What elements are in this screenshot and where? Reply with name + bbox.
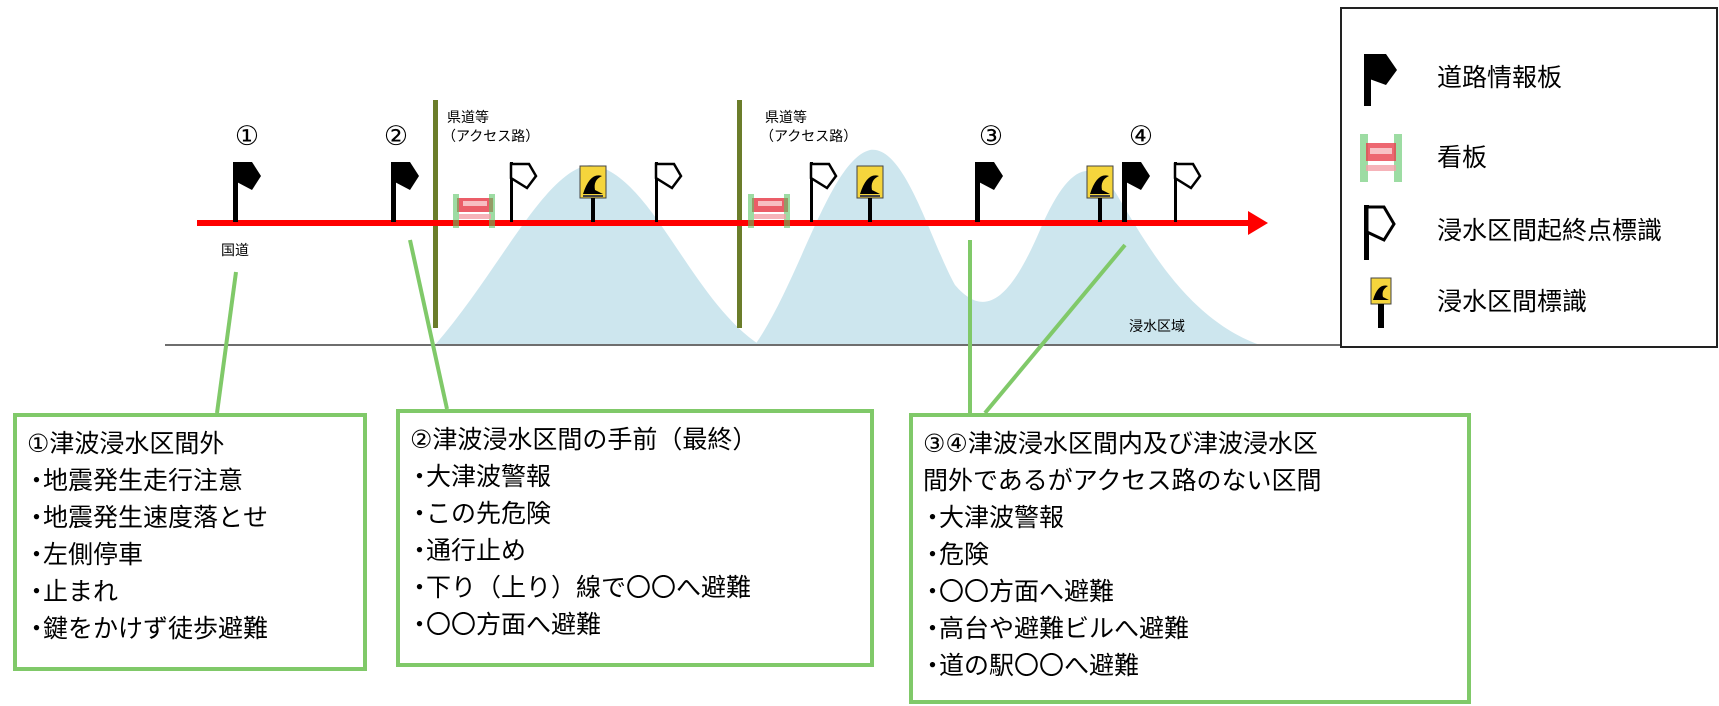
signboard-icon [1360, 134, 1402, 182]
callout-title: 間外であるがアクセス路のない区間 [923, 466, 1322, 495]
legend-item-flood-section-sign: 浸水区間標識 [1342, 273, 1716, 333]
legend-item-signboard: 看板 [1342, 129, 1716, 189]
callout-item: 地震発生速度落とせ [27, 499, 353, 536]
legend-label: 道路情報板 [1437, 63, 1563, 92]
callout-title: ①津波浸水区間外 [27, 429, 225, 458]
callout-item: 高台や避難ビルへ避難 [923, 610, 1457, 647]
national-road-label: 国道 [221, 243, 249, 259]
marker-label: ③ [979, 121, 1003, 152]
callout-item: 〇〇方面へ避難 [923, 573, 1457, 610]
callout-item: 大津波警報 [410, 458, 860, 495]
marker-label: ④ [1129, 121, 1153, 152]
ground-line [165, 344, 1340, 346]
flood-section-endpoint-icon [1172, 160, 1202, 224]
road-info-board-icon [233, 162, 261, 222]
callout-box-1: ①津波浸水区間外 地震発生走行注意 地震発生速度落とせ 左側停車 止まれ 鍵をか… [13, 413, 367, 671]
road-info-board-icon [975, 162, 1003, 222]
road-arrow [197, 220, 1252, 226]
road-info-board-icon [391, 162, 419, 222]
callout-title: ③④津波浸水区間内及び津波浸水区 [923, 429, 1318, 458]
flood-zone-area [435, 165, 760, 345]
callout-item: 道の駅〇〇へ避難 [923, 647, 1457, 684]
callout-item: 鍵をかけず徒歩避難 [27, 610, 353, 647]
legend-box: 道路情報板 看板 浸水区間起終点標識 浸水区間標識 [1340, 7, 1718, 348]
marker-label: ① [235, 121, 259, 152]
callout-item: 〇〇方面へ避難 [410, 606, 860, 643]
access-road-label: （アクセス路） [442, 129, 539, 145]
access-road-line [737, 100, 742, 328]
callout-item: 左側停車 [27, 536, 353, 573]
callout-item: 地震発生走行注意 [27, 462, 353, 499]
flood-section-endpoint-icon [653, 160, 683, 224]
callout-item: 大津波警報 [923, 499, 1457, 536]
callout-item: 危険 [923, 536, 1457, 573]
leader-line [215, 239, 1127, 415]
marker-label: ② [384, 121, 408, 152]
legend-label: 看板 [1437, 143, 1488, 172]
road-arrow-head [1248, 211, 1268, 235]
access-road-label: 県道等 [447, 109, 489, 126]
callout-item: この先危険 [410, 495, 860, 532]
legend-item-flood-section-endpoint: 浸水区間起終点標識 [1342, 202, 1716, 262]
white-flag-icon [1364, 205, 1396, 260]
tsunami-sign-icon [1370, 277, 1392, 328]
access-road-line [433, 100, 438, 328]
legend-label: 浸水区間標識 [1437, 287, 1588, 316]
callout-item: 下り（上り）線で〇〇へ避難 [410, 569, 860, 606]
callout-item: 通行止め [410, 532, 860, 569]
callout-title: ②津波浸水区間の手前（最終） [410, 425, 758, 454]
flood-zone-area [755, 149, 1260, 345]
black-flag-icon [1364, 54, 1397, 106]
access-road-label: （アクセス路） [760, 129, 857, 145]
legend-label: 浸水区間起終点標識 [1437, 216, 1663, 245]
callout-box-3: ③④津波浸水区間内及び津波浸水区 間外であるがアクセス路のない区間 大津波警報 … [909, 413, 1471, 704]
access-road-label: 県道等 [765, 109, 807, 126]
flood-zone-label: 浸水区域 [1129, 319, 1185, 335]
callout-box-2: ②津波浸水区間の手前（最終） 大津波警報 この先危険 通行止め 下り（上り）線で… [396, 409, 874, 667]
callout-item: 止まれ [27, 573, 353, 610]
legend-item-road-info-board: 道路情報板 [1342, 49, 1716, 109]
road-info-board-icon [1122, 162, 1150, 222]
